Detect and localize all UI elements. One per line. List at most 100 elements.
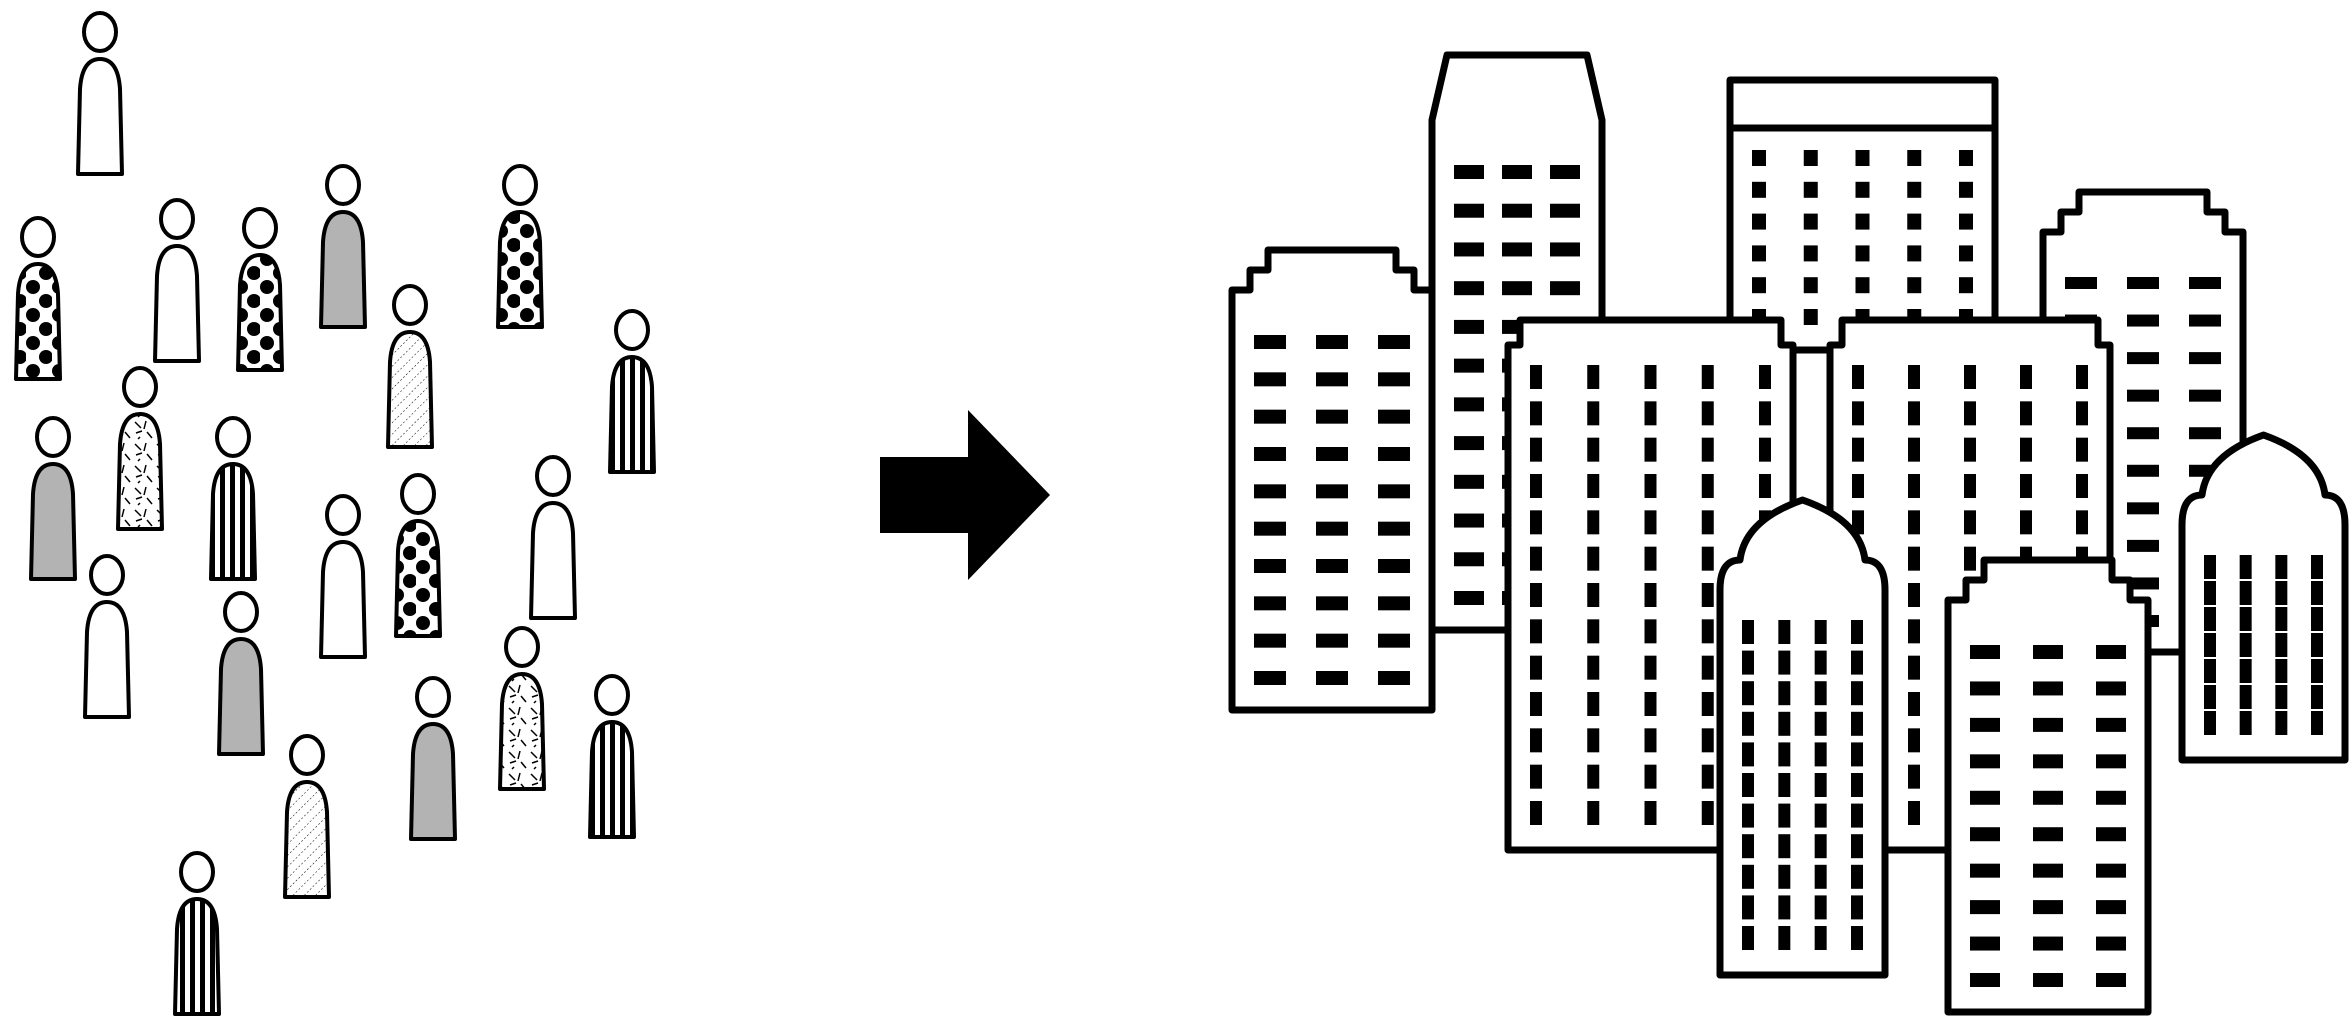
person-head (537, 457, 569, 495)
building-window (1759, 401, 1771, 425)
building-window (1759, 438, 1771, 462)
building-window (1702, 801, 1714, 825)
person-figure (118, 368, 162, 529)
building-window (1316, 522, 1348, 536)
building-window (1530, 692, 1542, 716)
building-window (2311, 633, 2323, 657)
building-window (1530, 547, 1542, 571)
building-window (2311, 659, 2323, 683)
building-window (1378, 447, 1410, 461)
building-window (1852, 474, 1864, 498)
building-window (1316, 410, 1348, 424)
building-window (1587, 619, 1599, 643)
building-window (1530, 656, 1542, 680)
person-figure (219, 593, 263, 754)
building-window (1804, 245, 1818, 261)
building-window (1378, 484, 1410, 498)
person-figure (388, 286, 432, 447)
building-window (1815, 865, 1827, 889)
building-window (1815, 620, 1827, 644)
building-window (1852, 401, 1864, 425)
building-window (2311, 581, 2323, 605)
building-window (1254, 410, 1286, 424)
building-window (1852, 365, 1864, 389)
building-window (1530, 510, 1542, 534)
building-window (1970, 791, 2000, 805)
person-figure (16, 218, 60, 379)
building-window (1856, 182, 1870, 198)
person-body (321, 212, 365, 327)
building-window (2096, 754, 2126, 768)
building-window (1964, 365, 1976, 389)
building-window (1502, 281, 1532, 295)
building-window (1530, 401, 1542, 425)
building-window (2033, 864, 2063, 878)
arrow-right-icon (880, 410, 1050, 580)
building-window (1815, 804, 1827, 828)
building-window (2096, 973, 2126, 987)
building-window (1316, 447, 1348, 461)
building-window (1778, 895, 1790, 919)
building-window (2275, 607, 2287, 631)
building-window (1587, 583, 1599, 607)
building-window (1970, 718, 2000, 732)
person-body (211, 464, 255, 579)
building-window (1702, 692, 1714, 716)
building-window (1752, 150, 1766, 166)
building-window (1645, 510, 1657, 534)
building-window (1742, 895, 1754, 919)
building-window (2033, 973, 2063, 987)
building-window (1851, 651, 1863, 675)
person-figure (85, 556, 129, 717)
person-head (244, 209, 276, 247)
building-window (1970, 900, 2000, 914)
building-window (1254, 634, 1286, 648)
building-window (2020, 510, 2032, 534)
building-window (1316, 484, 1348, 498)
building-window (1550, 165, 1580, 179)
person-head (616, 311, 648, 349)
building-window (1742, 865, 1754, 889)
building (2182, 435, 2345, 760)
building-window (1907, 182, 1921, 198)
building-window (2275, 581, 2287, 605)
building-window (1856, 214, 1870, 230)
building-window (1752, 245, 1766, 261)
building-window (1550, 204, 1580, 218)
person-body (590, 722, 634, 837)
building-window (1851, 926, 1863, 950)
building-window (2275, 711, 2287, 735)
building-window (1502, 204, 1532, 218)
building-window (1316, 671, 1348, 685)
building-window (1254, 596, 1286, 610)
building-window (2127, 465, 2159, 477)
building-window (1908, 510, 1920, 534)
building-window (1742, 926, 1754, 950)
building-window (1752, 277, 1766, 293)
building-window (1645, 656, 1657, 680)
building-window (2311, 607, 2323, 631)
building-window (1908, 801, 1920, 825)
building-window (2033, 645, 2063, 659)
building-window (1645, 547, 1657, 571)
person-figure (500, 628, 544, 789)
building-window (1587, 474, 1599, 498)
building-window (1645, 401, 1657, 425)
person-head (225, 593, 257, 631)
building-window (1378, 596, 1410, 610)
building (1720, 500, 1885, 975)
building-window (1645, 474, 1657, 498)
building-window (1908, 692, 1920, 716)
person-figure (411, 678, 455, 839)
building-window (1907, 245, 1921, 261)
building-window (1742, 620, 1754, 644)
person-figure (498, 166, 542, 327)
building-window (1454, 320, 1484, 334)
building-window (1815, 773, 1827, 797)
person-figure (321, 496, 365, 657)
building-window (1815, 651, 1827, 675)
building-window (2020, 474, 2032, 498)
building-window (1742, 651, 1754, 675)
building-window (2127, 540, 2159, 552)
person-figure (175, 853, 219, 1014)
